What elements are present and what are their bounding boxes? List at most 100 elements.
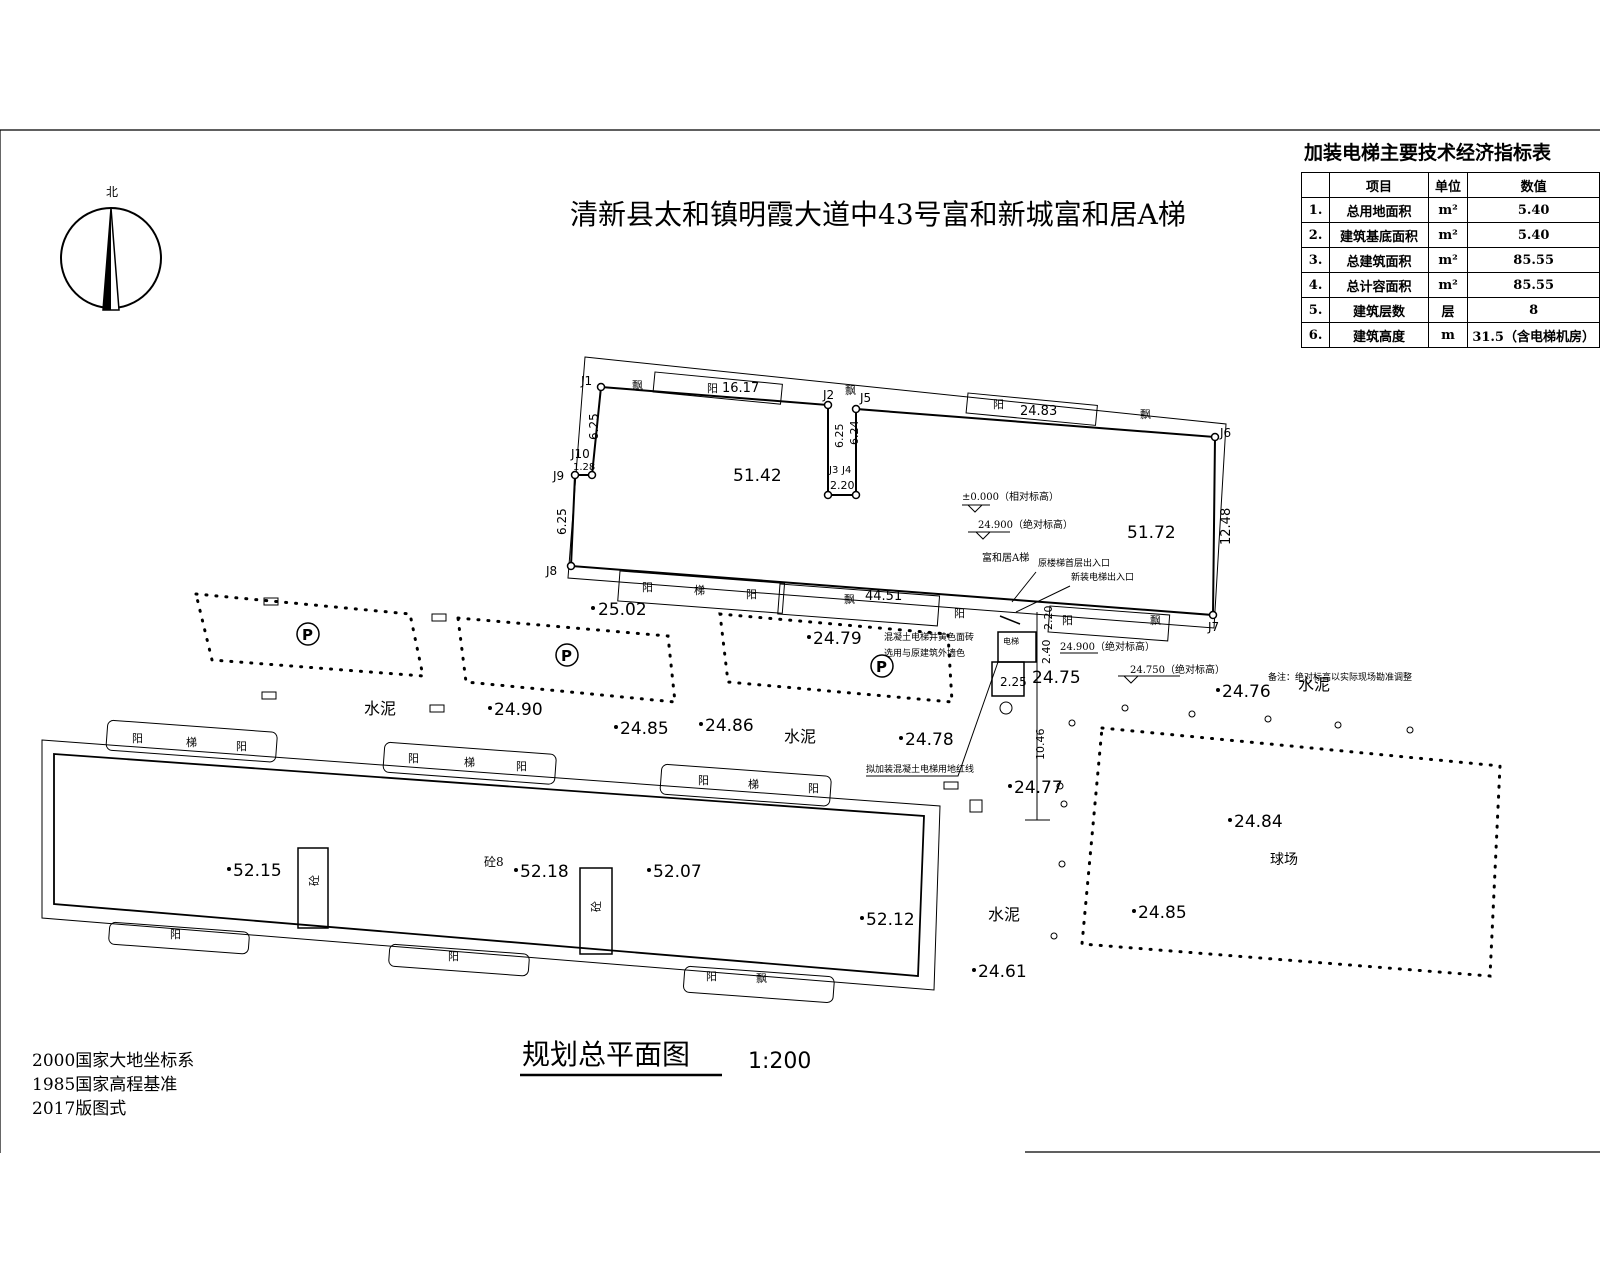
elevator-label: 电梯 — [1003, 636, 1019, 646]
legend-map-style: 2017版图式 — [32, 1099, 127, 1119]
parking-areas — [194, 592, 1502, 978]
parking-icon: P — [555, 643, 579, 667]
point-J1: J1 — [580, 374, 592, 388]
point-J9: J9 — [552, 469, 564, 483]
elev-52-07: 52.07 — [653, 862, 702, 882]
dim-6-24: 6.24 — [848, 421, 861, 446]
label-yang: 阳 — [698, 774, 709, 787]
parking-icon: P — [870, 654, 894, 678]
point-J2: J2 — [822, 388, 834, 402]
elev-24-90: 24.90 — [494, 700, 543, 720]
dim-1-28: 1.28 — [573, 462, 595, 473]
label-piao: 飘 — [844, 593, 855, 606]
label-cement: 水泥 — [988, 905, 1020, 924]
dim-16-17: 16.17 — [722, 381, 759, 396]
drawing-main-title: 清新县太和镇明霞大道中43号富和新城富和居A梯 — [570, 198, 1186, 231]
row-unit: m² — [1427, 247, 1469, 273]
north-label: 北 — [106, 185, 118, 199]
elev-24-85-a: 24.85 — [620, 719, 669, 739]
row-item: 总计容面积 — [1329, 272, 1429, 298]
row-unit: m² — [1427, 197, 1469, 223]
point-J3: J3 — [828, 465, 838, 476]
building-name-label: 富和居A梯 — [982, 551, 1029, 564]
level-abs-3: 24.750（绝对标高） — [1130, 663, 1225, 676]
table-header: 项目 — [1329, 172, 1429, 198]
label-piao: 飘 — [1140, 408, 1151, 421]
label-piao: 飘 — [845, 384, 856, 397]
old-entry-note: 原楼梯首层出入口 — [1038, 557, 1110, 569]
row-item: 总建筑面积 — [1329, 247, 1429, 273]
dim-44-51: 44.51 — [865, 589, 902, 604]
elev-51-72: 51.72 — [1127, 523, 1176, 543]
elev-52-18: 52.18 — [520, 862, 569, 882]
label-piao: 飘 — [1150, 614, 1161, 627]
dim-2-25: 2.25 — [1000, 675, 1027, 689]
legend-height-datum: 1985国家高程基准 — [32, 1075, 178, 1095]
table-row: 6. 建筑高度 m 31.5（含电梯机房） — [1300, 322, 1600, 348]
label-cement: 水泥 — [364, 699, 396, 718]
point-J10: J10 — [570, 447, 590, 461]
row-unit: m² — [1427, 222, 1469, 248]
label-yang: 阳 — [706, 970, 717, 983]
label-cement: 水泥 — [1298, 675, 1330, 694]
dim-6-25-b: 6.25 — [555, 508, 569, 535]
point-J8: J8 — [545, 564, 557, 578]
label-yang: 阳 — [448, 950, 459, 963]
label-yang: 阳 — [170, 928, 181, 941]
label-yang: 阳 — [707, 382, 718, 395]
shaft-label-2: 砼8 — [484, 855, 504, 869]
row-item: 总用地面积 — [1329, 197, 1429, 223]
row-item: 建筑层数 — [1329, 297, 1429, 323]
elev-24-77: 24.77 — [1014, 778, 1063, 798]
row-value: 85.55 — [1467, 247, 1600, 273]
point-J4: J4 — [841, 465, 851, 476]
indicator-table-title: 加装电梯主要技术经济指标表 — [1304, 142, 1552, 164]
row-no: 6. — [1300, 322, 1331, 348]
svg-text:P: P — [302, 626, 313, 644]
table-row: 1. 总用地面积 m² 5.40 — [1300, 197, 1600, 223]
legend-coord-system: 2000国家大地坐标系 — [32, 1051, 195, 1071]
table-header-row: 项目 单位 数值 — [1300, 172, 1600, 198]
svg-text:P: P — [876, 658, 887, 676]
row-value: 5.40 — [1467, 222, 1600, 248]
drawing-title: 规划总平面图 — [522, 1038, 690, 1071]
label-cement: 水泥 — [784, 727, 816, 746]
elev-24-84: 24.84 — [1234, 812, 1283, 832]
row-value: 8 — [1467, 297, 1600, 323]
label-yang: 阳 — [516, 760, 527, 773]
label-piao: 飘 — [632, 379, 643, 392]
elev-24-75: 24.75 — [1032, 668, 1081, 688]
row-no: 5. — [1300, 297, 1331, 323]
color-note-1: 混凝土电梯井黄色面砖 — [884, 631, 974, 643]
point-J5: J5 — [859, 391, 871, 405]
elev-24-85-b: 24.85 — [1138, 903, 1187, 923]
label-yang: 阳 — [993, 398, 1004, 411]
label-yang: 阳 — [954, 607, 965, 620]
table-row: 3. 总建筑面积 m² 85.55 — [1300, 247, 1600, 273]
color-note-2: 选用与原建筑外墙色 — [884, 647, 965, 659]
elev-24-78: 24.78 — [905, 730, 954, 750]
dim-24-83: 24.83 — [1020, 404, 1057, 419]
boundary-note: 拟加装混凝土电梯用地红线 — [866, 763, 974, 775]
level-pm0: ±0.000（相对标高） — [962, 490, 1059, 503]
table-header — [1300, 172, 1331, 198]
label-yang: 阳 — [1062, 614, 1073, 627]
label-conc: 砼 — [308, 875, 321, 886]
dim-6-25-a: 6.25 — [587, 413, 601, 440]
level-abs-2: 24.900（绝对标高） — [1060, 640, 1155, 653]
row-value: 85.55 — [1467, 272, 1600, 298]
point-J6: J6 — [1219, 426, 1231, 440]
label-yang: 阳 — [808, 782, 819, 795]
row-no: 1. — [1300, 197, 1331, 223]
elev-52-12: 52.12 — [866, 910, 915, 930]
row-no: 3. — [1300, 247, 1331, 273]
row-no: 2. — [1300, 222, 1331, 248]
label-yang: 阳 — [746, 588, 757, 601]
row-item: 建筑高度 — [1329, 322, 1429, 348]
row-unit: m — [1427, 322, 1469, 348]
elev-24-76: 24.76 — [1222, 682, 1271, 702]
point-J7: J7 — [1207, 620, 1219, 634]
dim-12-48: 12.48 — [1219, 508, 1234, 545]
row-unit: m² — [1427, 272, 1469, 298]
